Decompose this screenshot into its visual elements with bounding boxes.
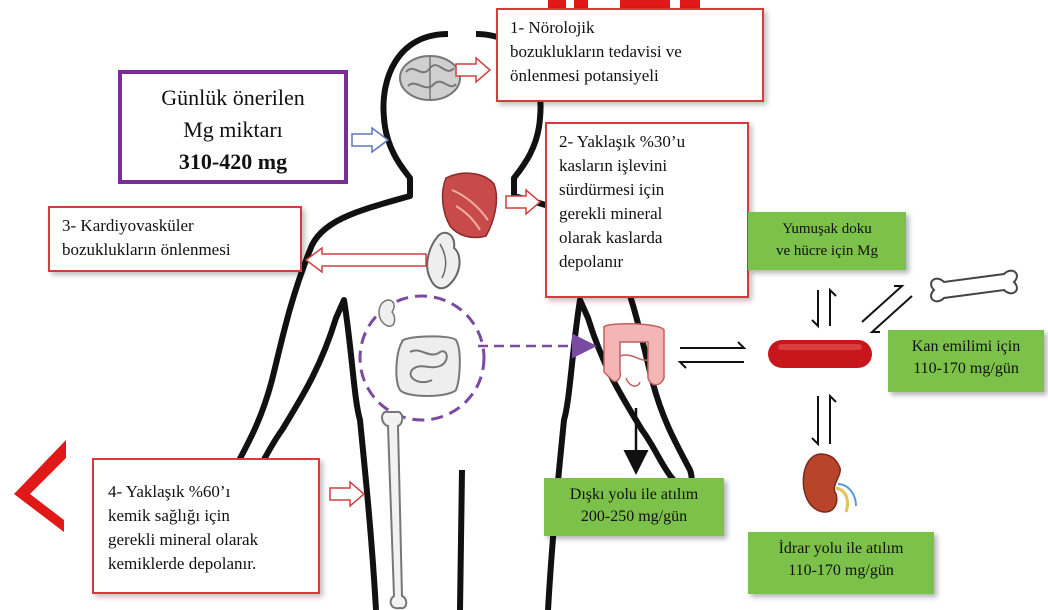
small-kidney-icon xyxy=(379,300,395,326)
neuro-box: 1- Nörolojik bozuklukların tedavisi ve ö… xyxy=(496,8,764,102)
neuro-line1: 1- Nörolojik xyxy=(510,16,750,40)
daily-mg-line2: Mg miktarı xyxy=(122,114,344,146)
arrow-to-bone xyxy=(330,482,364,506)
muscle-box: 2- Yaklaşık %30’u kasların işlevini sürd… xyxy=(545,122,749,298)
colon-icon xyxy=(604,324,664,386)
soft-tissue-box: Yumuşak doku ve hücre için Mg xyxy=(748,212,906,270)
muscle-line4: gerekli mineral xyxy=(559,202,735,226)
arrow-intake xyxy=(352,128,388,152)
neuro-line2: bozuklukların tedavisi ve xyxy=(510,40,750,64)
neuro-line3: önlenmesi potansiyeli xyxy=(510,64,750,88)
feces-excretion-box: Dışkı yolu ile atılım 200-250 mg/gün xyxy=(544,478,724,536)
soft-tissue-line1: Yumuşak doku xyxy=(748,218,906,240)
cardio-line1: 3- Kardiyovasküler xyxy=(62,214,288,238)
arrow-to-cardio xyxy=(306,248,426,272)
muscle-line6: depolanır xyxy=(559,250,735,274)
daily-mg-box: Günlük önerilen Mg miktarı 310-420 mg xyxy=(118,70,348,184)
equilibrium-colon-blood xyxy=(680,342,744,368)
urine-excretion-box: İdrar yolu ile atılım 110-170 mg/gün xyxy=(748,532,934,594)
bone-icon xyxy=(931,271,1017,302)
blood-absorption-box: Kan emilimi için 110-170 mg/gün xyxy=(888,330,1044,392)
daily-mg-amount: 310-420 mg xyxy=(122,146,344,178)
bone-line1: 4- Yaklaşık %60’ı xyxy=(108,480,304,504)
equilibrium-blood-urine xyxy=(812,396,836,444)
feces-line1: Dışkı yolu ile atılım xyxy=(544,484,724,506)
blood-line1: Kan emilimi için xyxy=(888,336,1044,358)
brain-icon xyxy=(400,56,460,100)
cardio-line2: bozuklukların önlenmesi xyxy=(62,238,288,262)
left-chevron-mark xyxy=(14,440,66,532)
daily-mg-line1: Günlük önerilen xyxy=(122,82,344,114)
body-intestine-icon xyxy=(396,336,459,396)
muscle-icon xyxy=(443,173,497,237)
blood-line2: 110-170 mg/gün xyxy=(888,358,1044,380)
feces-line2: 200-250 mg/gün xyxy=(544,506,724,528)
leg-bone-icon xyxy=(382,412,406,608)
urine-line2: 110-170 mg/gün xyxy=(748,560,934,582)
heart-icon xyxy=(427,233,459,288)
muscle-line1: 2- Yaklaşık %30’u xyxy=(559,130,735,154)
bone-line2: kemik sağlığı için xyxy=(108,504,304,528)
bone-line3: gerekli mineral olarak xyxy=(108,528,304,552)
muscle-line3: sürdürmesi için xyxy=(559,178,735,202)
arrow-to-neuro xyxy=(456,58,490,82)
muscle-line5: olarak kaslarda xyxy=(559,226,735,250)
bone-box: 4- Yaklaşık %60’ı kemik sağlığı için ger… xyxy=(92,458,320,594)
cardio-box: 3- Kardiyovasküler bozuklukların önlenme… xyxy=(48,206,302,272)
soft-tissue-line2: ve hücre için Mg xyxy=(748,240,906,262)
muscle-line2: kasların işlevini xyxy=(559,154,735,178)
kidney-icon xyxy=(803,454,856,512)
equilibrium-blood-bone xyxy=(862,286,912,332)
equilibrium-blood-tissue xyxy=(812,290,836,326)
bone-line4: kemiklerde depolanır. xyxy=(108,552,304,576)
urine-line1: İdrar yolu ile atılım xyxy=(748,538,934,560)
